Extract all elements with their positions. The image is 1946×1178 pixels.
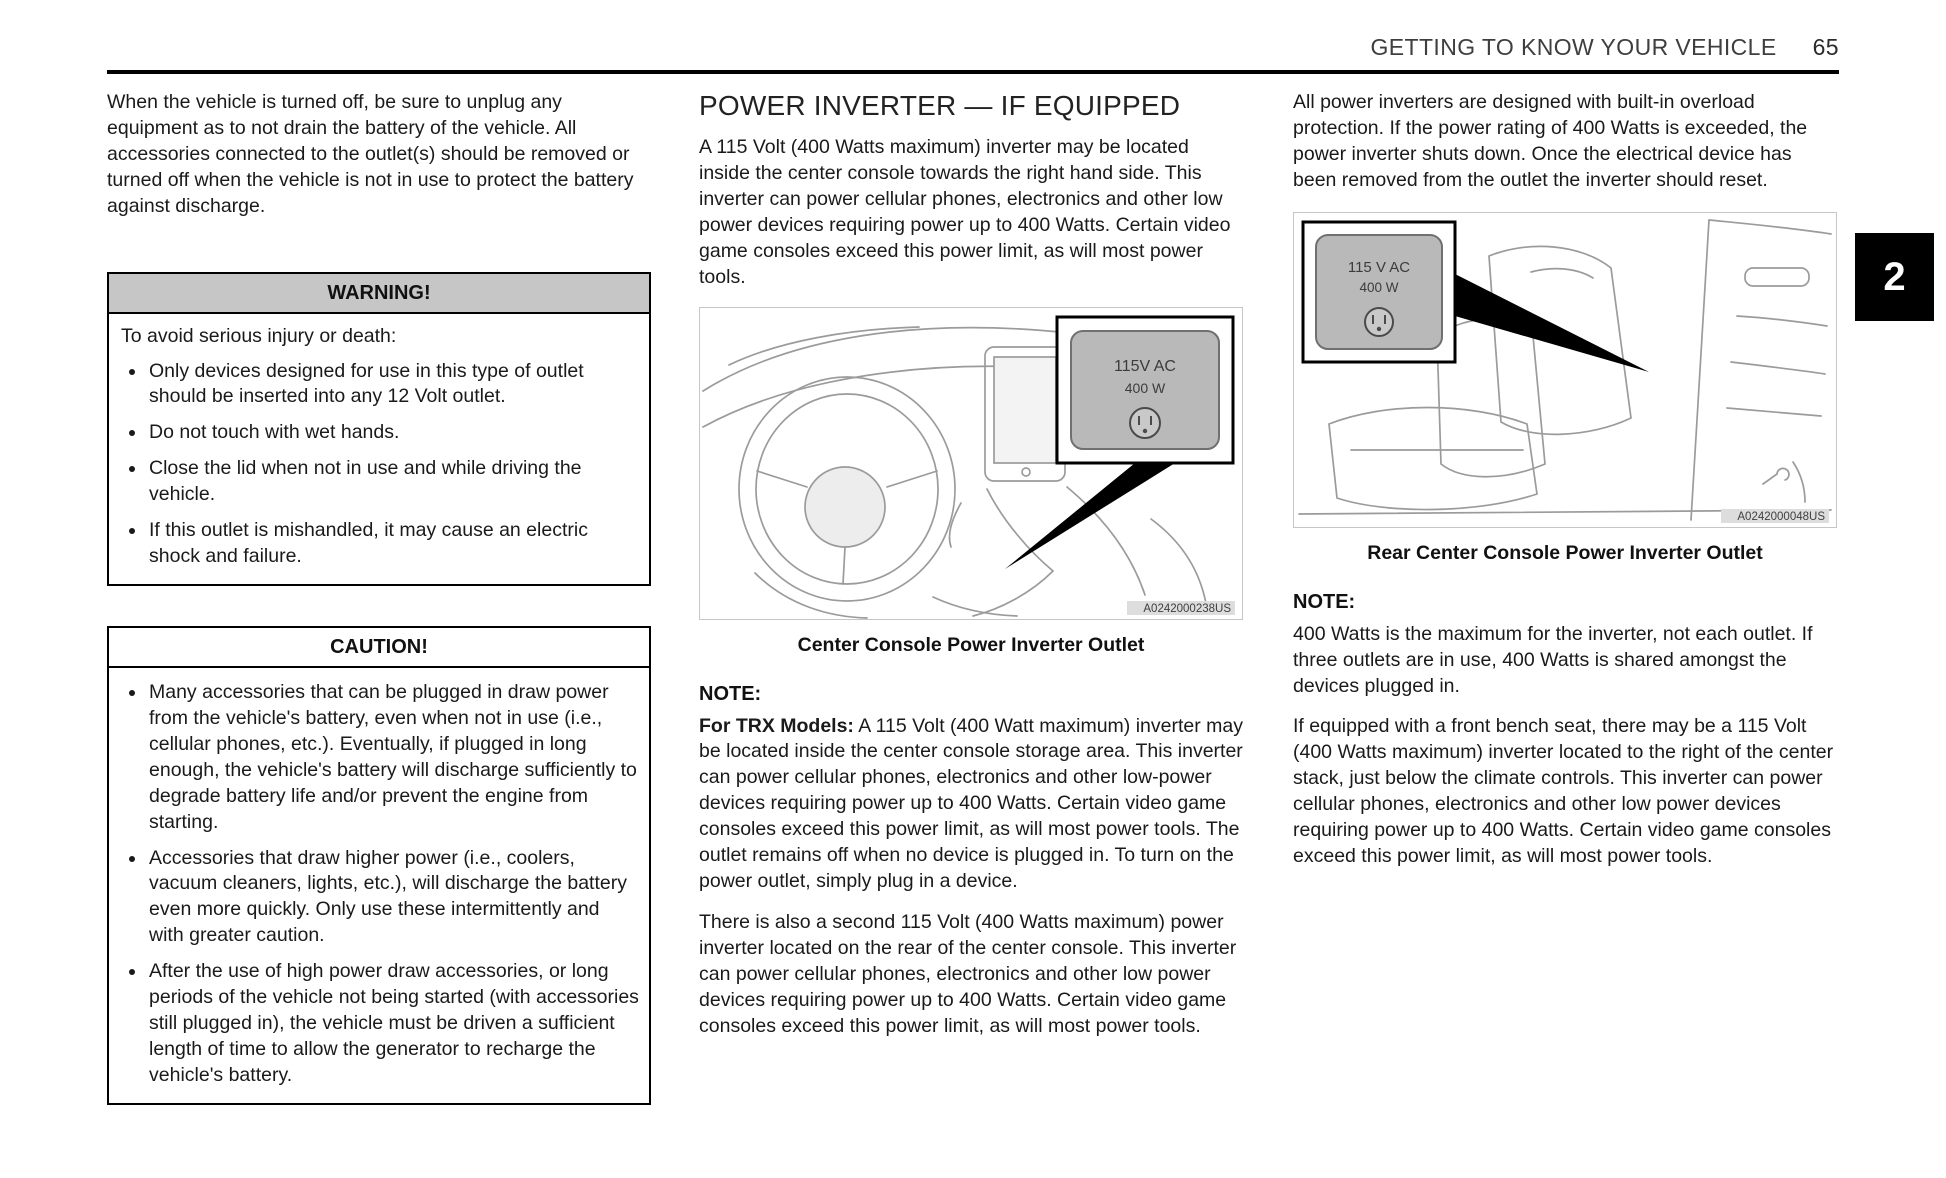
caution-item: After the use of high power draw accesso… — [147, 959, 639, 1089]
intro-paragraph: When the vehicle is turned off, be sure … — [107, 91, 634, 217]
callout-wattage-label: 400 W — [1359, 280, 1398, 295]
warning-box: WARNING! To avoid serious injury or deat… — [107, 271, 651, 586]
callout-voltage-label: 115 V AC — [1348, 259, 1410, 276]
rear-inverter-paragraph: There is also a second 115 Volt (400 Wat… — [699, 910, 1237, 1037]
warning-body: To avoid serious injury or death: Only d… — [109, 314, 649, 584]
header-title: GETTING TO KNOW YOUR VEHICLE — [1370, 34, 1777, 60]
figure-caption-center-console: Center Console Power Inverter Outlet — [797, 633, 1145, 656]
outlet-callout: 115 V AC 400 W — [1301, 220, 1457, 364]
warning-lead: To avoid serious injury or death: — [121, 324, 397, 347]
callout-pointer — [1455, 273, 1649, 372]
power-outlet-icon — [1364, 306, 1394, 337]
caution-list: Many accessories that can be plugged in … — [121, 680, 639, 1089]
trx-note-paragraph: For TRX Models: A 115 Volt (400 Watt max… — [699, 714, 1243, 895]
shared-watts-paragraph: 400 Watts is the maximum for the inverte… — [1293, 622, 1813, 697]
caution-item: Accessories that draw higher power (i.e.… — [147, 846, 639, 950]
figure-center-console: 115V AC 400 W A0242000238US Center Conso… — [699, 306, 1243, 657]
callout-wattage-label: 400 W — [1125, 380, 1166, 396]
note-label: NOTE: — [1293, 590, 1356, 613]
caution-body: Many accessories that can be plugged in … — [109, 668, 649, 1103]
figure-caption-rear-console: Rear Center Console Power Inverter Outle… — [1367, 541, 1763, 564]
callout-pointer — [1005, 462, 1175, 569]
warning-item: If this outlet is mishandled, it may cau… — [147, 518, 639, 570]
caution-title: CAUTION! — [109, 628, 649, 668]
column-middle: POWER INVERTER — IF EQUIPPED A 115 Volt … — [699, 90, 1243, 1055]
figure-code-text: A0242000238US — [1143, 603, 1231, 615]
trx-note-text: A 115 Volt (400 Watt maximum) inverter m… — [699, 714, 1243, 893]
column-left: When the vehicle is turned off, be sure … — [107, 90, 651, 1105]
header-rule — [107, 70, 1839, 74]
power-outlet-icon — [1129, 406, 1161, 439]
page-number: 65 — [1812, 34, 1839, 60]
warning-title: WARNING! — [109, 273, 649, 314]
outlet-callout: 115V AC 400 W — [1055, 315, 1235, 465]
figure-code: A0242000238US — [1127, 600, 1235, 615]
section-heading: POWER INVERTER — IF EQUIPPED — [699, 90, 1181, 121]
warning-item: Close the lid when not in use and while … — [147, 456, 639, 508]
inverter-intro-paragraph: A 115 Volt (400 Watts maximum) inverter … — [699, 136, 1231, 288]
figure-rear-console: 115 V AC 400 W A0242000048US Rear Center… — [1293, 211, 1837, 565]
bench-seat-paragraph: If equipped with a front bench seat, the… — [1293, 715, 1834, 868]
chapter-tab: 2 — [1855, 233, 1934, 321]
figure-code: A0242000048US — [1721, 508, 1829, 523]
rear-console-illustration: 115 V AC 400 W A0242000048US — [1293, 211, 1837, 528]
caution-item: Many accessories that can be plugged in … — [147, 680, 639, 836]
running-header: GETTING TO KNOW YOUR VEHICLE 65 — [107, 34, 1839, 61]
warning-item: Do not touch with wet hands. — [147, 420, 639, 446]
overload-protection-paragraph: All power inverters are designed with bu… — [1293, 91, 1808, 191]
center-console-illustration: 115V AC 400 W A0242000238US — [699, 306, 1243, 620]
figure-code-text: A0242000048US — [1737, 511, 1825, 523]
interior-line-art — [1298, 218, 1832, 521]
column-right: All power inverters are designed with bu… — [1293, 90, 1837, 885]
warning-item: Only devices designed for use in this ty… — [147, 359, 639, 411]
note-label: NOTE: — [699, 682, 762, 705]
callout-voltage-label: 115V AC — [1114, 358, 1176, 375]
warning-list: Only devices designed for use in this ty… — [121, 359, 639, 570]
caution-box: CAUTION! Many accessories that can be pl… — [107, 625, 651, 1105]
trx-models-label: For TRX Models: — [699, 714, 854, 737]
